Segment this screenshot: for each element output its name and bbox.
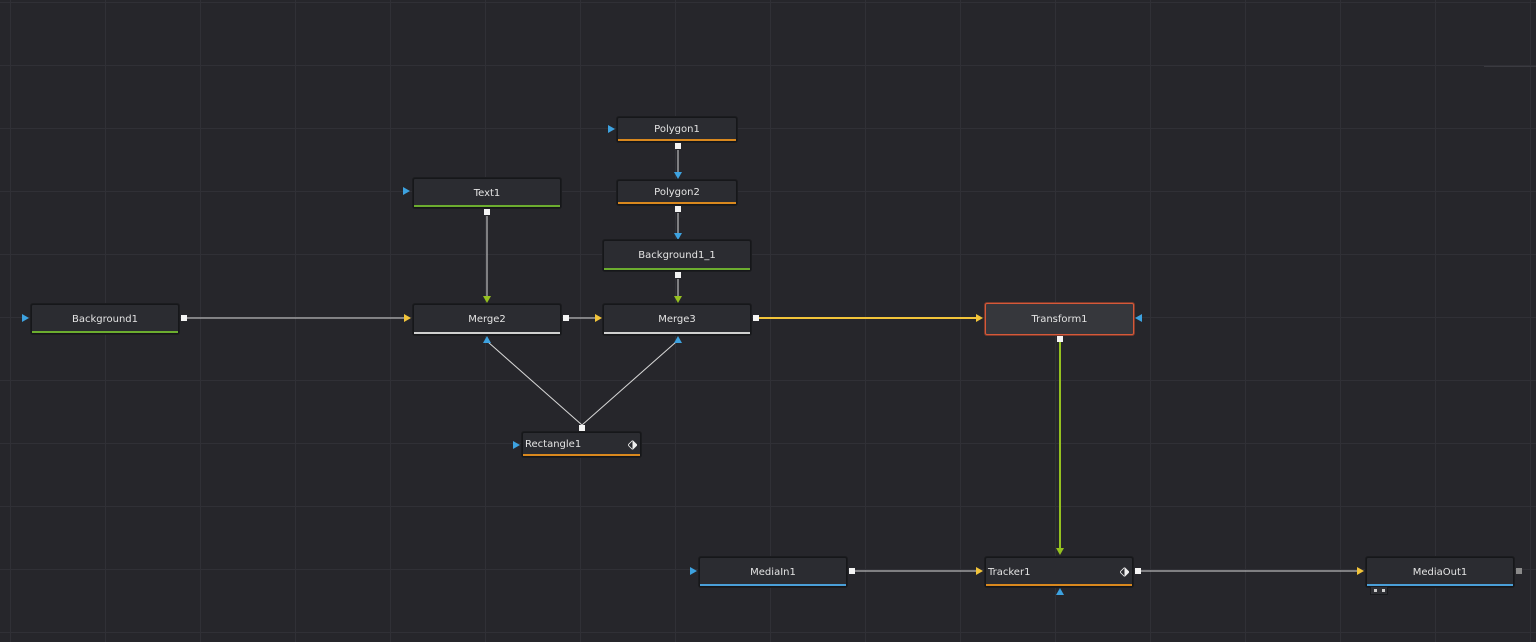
input-arrow-polygon1: [608, 125, 615, 133]
node-accent-bar: [618, 202, 736, 204]
node-accent-bar: [414, 332, 560, 334]
output-port-rectangle1: [579, 425, 585, 431]
output-port-background1_1: [675, 272, 681, 278]
node-label: Background1_1: [638, 250, 716, 261]
output-port-polygon2: [675, 206, 681, 212]
node-text1[interactable]: Text1: [413, 178, 561, 208]
mask-arrow-merge3: [674, 336, 682, 343]
output-port-polygon1: [675, 143, 681, 149]
input-arrow-tracker1-bg: [976, 567, 983, 575]
node-accent-bar: [523, 454, 640, 456]
input-arrow-merge3-fg: [674, 296, 682, 303]
keyframe-icon[interactable]: [628, 440, 637, 449]
mask-arrow-background1_1: [674, 233, 682, 240]
keyframe-icon[interactable]: [1120, 567, 1129, 577]
output-port-merge2: [563, 315, 569, 321]
node-accent-bar: [986, 584, 1132, 586]
output-port-text1: [484, 209, 490, 215]
wire-rectangle1-merge2: [487, 341, 583, 426]
node-accent-bar: [604, 268, 750, 270]
output-port-mediain1: [849, 568, 855, 574]
node-accent-bar: [414, 205, 560, 207]
output-port-tracker1: [1135, 568, 1141, 574]
input-arrow-mediain1: [690, 567, 697, 575]
viewer-dot-icon: [1373, 589, 1377, 592]
mask-arrow-polygon2: [674, 172, 682, 179]
node-label: Transform1: [1031, 313, 1088, 325]
node-label: Background1: [71, 313, 139, 325]
node-label: Merge3: [658, 314, 696, 325]
node-polygon1[interactable]: Polygon1: [617, 117, 737, 142]
node-label: Polygon2: [654, 187, 700, 198]
node-label: Polygon1: [654, 124, 700, 135]
output-port-transform1: [1057, 336, 1063, 342]
input-arrow-merge3-bg: [595, 314, 602, 322]
node-accent-bar: [618, 139, 736, 141]
node-label: MediaOut1: [1412, 566, 1468, 578]
node-label: Merge2: [468, 314, 506, 325]
node-mediaout1[interactable]: MediaOut1: [1366, 557, 1514, 587]
node-label: Rectangle1: [525, 439, 582, 450]
node-accent-bar: [32, 331, 178, 333]
mask-arrow-tracker1: [1056, 588, 1064, 595]
mask-arrow-merge2: [483, 336, 491, 343]
node-polygon2[interactable]: Polygon2: [617, 180, 737, 205]
node-merge2[interactable]: Merge2: [413, 304, 561, 335]
node-mediain1[interactable]: MediaIn1: [699, 557, 847, 587]
input-arrow-background1: [22, 314, 29, 322]
input-arrow-transform1: [976, 314, 983, 322]
input-arrow-merge2-bg: [404, 314, 411, 322]
input-arrow-merge2-fg: [483, 296, 491, 303]
viewer-dot-icon: [1381, 589, 1385, 592]
node-background1[interactable]: Background1: [31, 304, 179, 334]
input-arrow-text1: [403, 187, 410, 195]
node-merge3[interactable]: Merge3: [603, 304, 751, 335]
wire-rectangle1-merge3: [581, 341, 677, 426]
input-arrow-tracker1-fg: [1056, 548, 1064, 555]
output-port-merge3: [753, 315, 759, 321]
input-arrow-mediaout1: [1357, 567, 1364, 575]
viewer-badge-icon[interactable]: [1370, 586, 1388, 595]
node-label: MediaIn1: [750, 566, 796, 578]
output-port-background1: [181, 315, 187, 321]
input-arrow-rectangle1: [513, 441, 520, 449]
node-rectangle1[interactable]: Rectangle1: [522, 432, 641, 457]
output-port-mediaout1: [1516, 568, 1522, 574]
node-accent-bar: [700, 584, 846, 586]
node-transform1[interactable]: Transform1: [985, 303, 1134, 335]
node-label: Text1: [473, 187, 501, 199]
node-accent-bar: [604, 332, 750, 334]
effect-mask-arrow-transform1: [1135, 314, 1142, 322]
node-accent-bar: [1367, 584, 1513, 586]
canvas-edge-mark: [1484, 66, 1536, 67]
node-background1_1[interactable]: Background1_1: [603, 240, 751, 271]
node-tracker1[interactable]: Tracker1: [985, 557, 1133, 587]
node-label: Tracker1: [988, 566, 1031, 578]
